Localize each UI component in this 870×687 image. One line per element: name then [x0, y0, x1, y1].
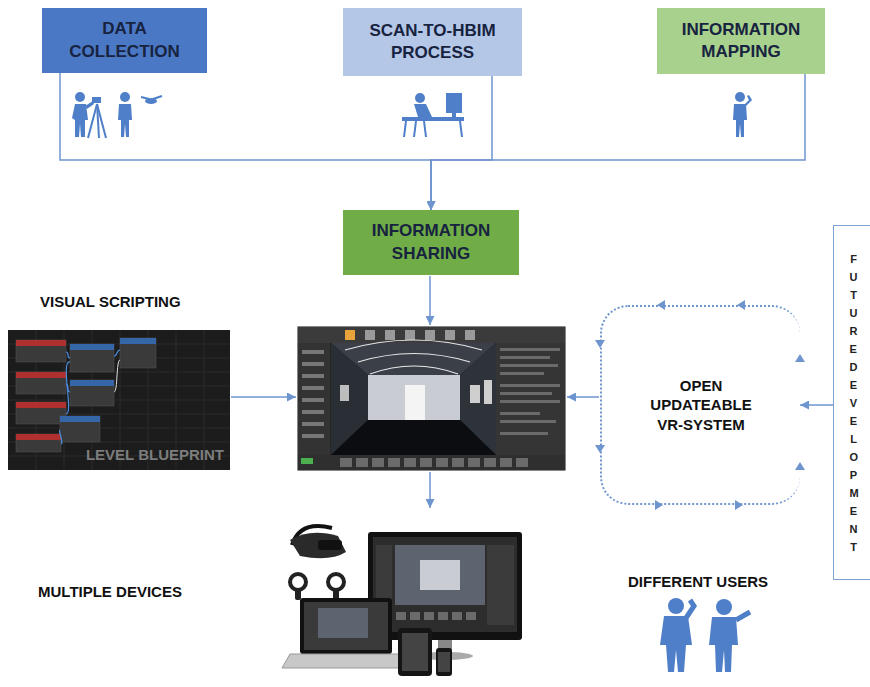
vr-system-loop: OPEN UPDATEABLE VR-SYSTEM	[600, 305, 800, 505]
flow-connector	[431, 74, 805, 210]
devices-illustration	[282, 526, 522, 676]
section-heading: MULTIPLE DEVICES	[38, 583, 182, 600]
process-box: DATA COLLECTION	[42, 8, 207, 73]
node-label: INFORMATION SHARING	[351, 220, 511, 264]
flow-connector	[60, 73, 431, 210]
flow-arrows	[231, 276, 599, 508]
section-heading: DIFFERENT USERS	[628, 573, 768, 590]
node-label: INFORMATION MAPPING	[665, 19, 817, 63]
node-label: DATA COLLECTION	[50, 18, 199, 62]
node-label: OPEN UPDATEABLE VR-SYSTEM	[642, 376, 760, 435]
users-icon	[660, 598, 750, 672]
process-box: INFORMATION SHARING	[343, 210, 519, 275]
thinker-icon	[733, 92, 752, 137]
surveyor-icons	[72, 92, 162, 138]
node-label: SCAN-TO-HBIM PROCESS	[351, 20, 514, 64]
vertical-label: FUTURE DEVELOPMENT	[849, 250, 857, 556]
vertical-bracket-box: FUTURE DEVELOPMENT	[833, 225, 870, 580]
cycle-arrowheads	[595, 300, 805, 510]
blueprint-screenshot	[8, 330, 230, 470]
flow-connector	[431, 76, 492, 210]
blueprint-panel: LEVEL BLUEPRINT	[8, 330, 230, 470]
editor-screenshot	[298, 327, 565, 470]
desk-worker-icon	[402, 93, 464, 137]
section-heading: VISUAL SCRIPTING	[40, 293, 181, 310]
process-box: SCAN-TO-HBIM PROCESS	[343, 8, 522, 76]
flow-connector	[800, 404, 833, 406]
node-label: LEVEL BLUEPRINT	[86, 445, 224, 465]
process-box: INFORMATION MAPPING	[657, 8, 825, 74]
